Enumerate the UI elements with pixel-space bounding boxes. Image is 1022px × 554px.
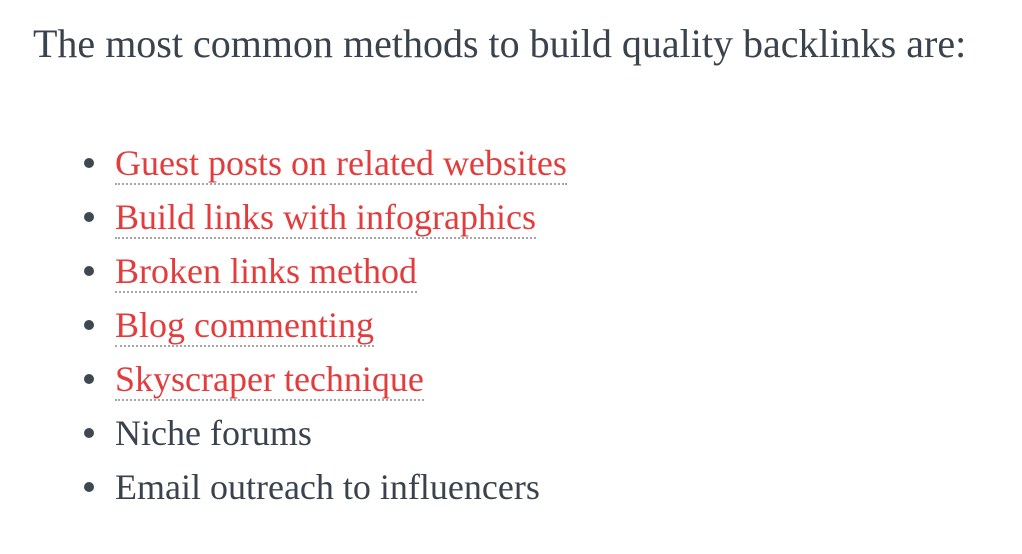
bullet-icon [84,158,94,168]
method-link[interactable]: Skyscraper technique [115,359,424,401]
list-item: Email outreach to influencers [84,460,1022,514]
bullet-icon [84,374,94,384]
bullet-icon [84,266,94,276]
bullet-icon [84,212,94,222]
list-item: Niche forums [84,406,1022,460]
method-link[interactable]: Blog commenting [115,305,374,347]
list-item: Blog commenting [84,298,1022,352]
list-item: Guest posts on related websites [84,136,1022,190]
bullet-icon [84,320,94,330]
method-text: Email outreach to influencers [115,467,540,507]
method-link[interactable]: Build links with infographics [115,197,536,239]
method-link[interactable]: Guest posts on related websites [115,143,567,185]
method-link[interactable]: Broken links method [115,251,417,293]
list-item: Build links with infographics [84,190,1022,244]
intro-paragraph: The most common methods to build quality… [33,21,967,66]
list-item: Skyscraper technique [84,352,1022,406]
bullet-icon [84,482,94,492]
list-item: Broken links method [84,244,1022,298]
method-text: Niche forums [115,413,312,453]
bullet-icon [84,428,94,438]
